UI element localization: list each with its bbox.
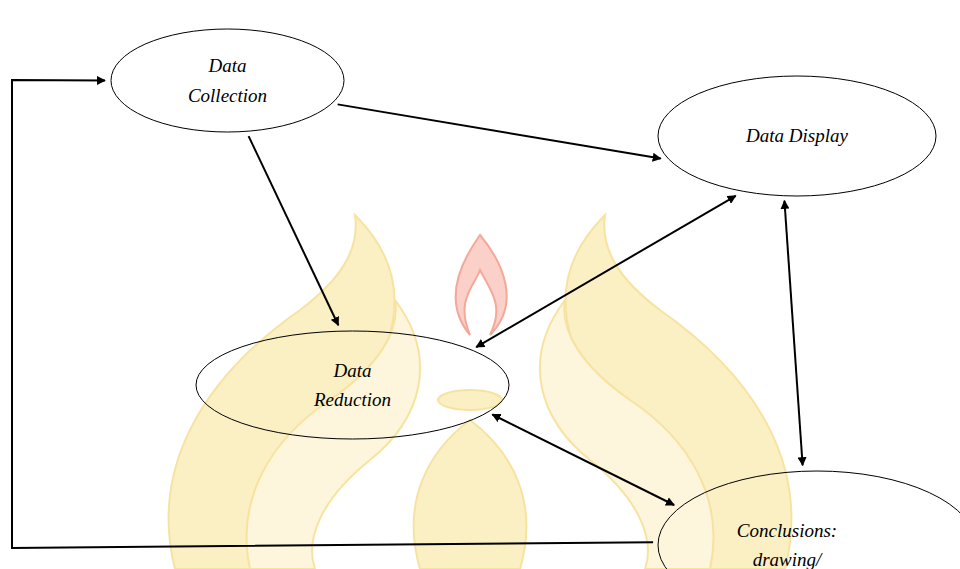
process-ellipse: Data Reduction [195,330,510,440]
flow-arrow [784,201,802,466]
process-ellipse: Conclusions: drawing/ [657,470,960,569]
node-label: Data Reduction [303,356,403,415]
flow-arrow [12,80,653,548]
flow-arrow [492,415,674,506]
flow-arrow [338,104,661,158]
process-ellipse: Data Collection [110,28,345,133]
flow-arrow [249,136,339,325]
ellipse-outline [110,28,345,133]
process-ellipse: Data Display [657,75,937,197]
node-label: Data Display [746,121,848,150]
flow-arrow [476,196,736,347]
node-label: Conclusions: drawing/ [727,516,847,569]
node-label: Data Collection [180,51,275,110]
ellipse-outline [195,330,510,440]
